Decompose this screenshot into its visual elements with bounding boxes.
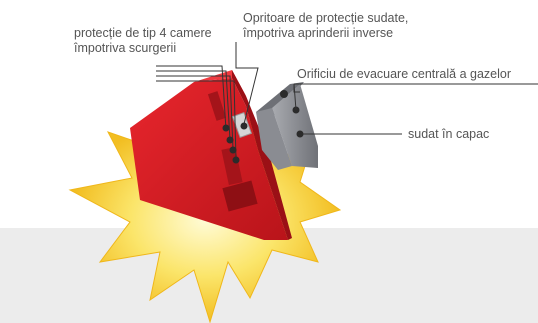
leader-line-welded-stops: [235, 42, 259, 125]
label-welded-stops: Opritoare de protecție sudate, împotriva…: [243, 11, 408, 41]
cap-side: [256, 108, 292, 170]
valve-port: [222, 180, 258, 212]
welded-cap-icon: [256, 82, 318, 170]
label-four-chamber-protection: protecție de tip 4 camere împotriva scur…: [74, 26, 212, 56]
label-welded-stops-line2: împotriva aprinderii inverse: [243, 26, 394, 40]
leader-dot: [232, 156, 240, 164]
leader-line-central-vent-drop: [293, 83, 297, 111]
label-four-chamber-line1: protecție de tip 4 camere: [74, 26, 212, 40]
leader-dot: [229, 146, 237, 154]
leader-dot-welded-cap: [296, 130, 304, 138]
leader-line: [156, 80, 237, 161]
leader-dots-four-chamber: [222, 124, 240, 164]
leader-line: [156, 70, 231, 141]
cap-hole: [280, 90, 288, 98]
label-central-vent: Orificiu de evacuare centrală a gazelor: [297, 67, 512, 81]
leader-dot: [226, 136, 234, 144]
label-welded-in-cap: sudat în capac: [408, 127, 490, 141]
valve-edge: [232, 70, 292, 240]
leader-line: [156, 65, 227, 131]
leader-dot: [222, 124, 230, 132]
leader-dot-welded-stops: [240, 122, 248, 130]
valve-body-icon: [130, 70, 292, 240]
valve-slot-upper: [207, 91, 227, 121]
leader-lines-four-chamber: [156, 65, 237, 161]
leader-line: [156, 75, 234, 151]
valve-slot-mid: [221, 146, 243, 186]
label-four-chamber-line2: împotriva scurgerii: [74, 41, 177, 55]
cap-front: [272, 84, 318, 168]
label-welded-stops-line1: Opritoare de protecție sudate,: [243, 11, 409, 25]
